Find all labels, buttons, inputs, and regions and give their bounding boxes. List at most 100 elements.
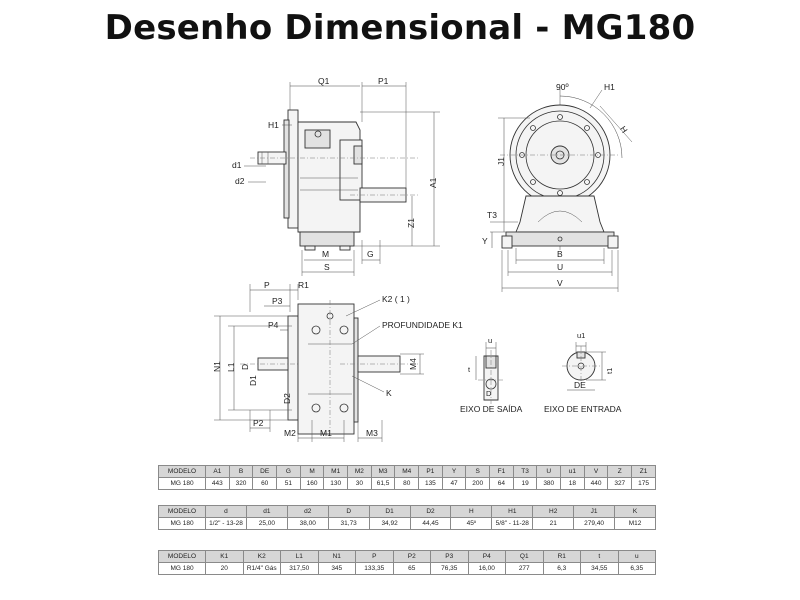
front-view: 90º H1 H J1 T3 Y <box>482 82 633 292</box>
table-cell: 440 <box>583 477 609 490</box>
table-cell: 80 <box>394 477 420 490</box>
table-cell: 45º <box>450 517 493 530</box>
dim-l1: L1 <box>226 362 236 372</box>
dim-z1: Z1 <box>406 218 416 228</box>
table-header-cell: J1 <box>573 505 616 518</box>
callout-k: K <box>386 388 392 398</box>
table-cell: 130 <box>323 477 349 490</box>
table-header-cell: F1 <box>489 465 514 478</box>
table-cell: MG 180 <box>158 562 206 575</box>
table-cell: 65 <box>392 562 431 575</box>
table-header-cell: d1 <box>245 505 288 518</box>
dim-p2: P2 <box>253 418 264 428</box>
table-cell: 279,40 <box>573 517 616 530</box>
table-header-cell: M1 <box>323 465 349 478</box>
table-cell: 1/2" - 13-28 <box>205 517 247 530</box>
table-cell: 47 <box>441 477 467 490</box>
table-header-cell: DE <box>252 465 278 478</box>
table-cell: R1/4" Gás <box>242 562 281 575</box>
table-header-cell: u1 <box>560 465 585 478</box>
label-eixo-de-entrada: EIXO DE ENTRADA <box>544 404 622 414</box>
table-header-cell: P1 <box>418 465 443 478</box>
table-header-cell: M4 <box>394 465 420 478</box>
table-header-cell: H <box>450 505 493 518</box>
dim-d1-front: D1 <box>248 375 258 386</box>
dim-m2: M2 <box>284 428 296 438</box>
table-header-cell: K2 <box>242 550 281 563</box>
dim-h-right: H <box>618 124 630 135</box>
dim-a1: A1 <box>428 177 438 188</box>
table-header-cell: P <box>355 550 394 563</box>
table-cell: 34,92 <box>368 517 411 530</box>
table-header-cell: P4 <box>467 550 506 563</box>
table-cell: 160 <box>299 477 325 490</box>
table-cell: 6,3 <box>542 562 581 575</box>
table-cell: 200 <box>465 477 491 490</box>
table-header-cell: t <box>580 550 619 563</box>
dim-y: Y <box>482 236 488 246</box>
dim-p4: P4 <box>268 320 279 330</box>
dim-m4: M4 <box>408 358 418 370</box>
table-cell: 21 <box>532 517 575 530</box>
table-header-cell: M2 <box>347 465 372 478</box>
table-cell: 277 <box>505 562 544 575</box>
table-cell: 38,00 <box>286 517 329 530</box>
table-cell: M12 <box>614 517 656 530</box>
table-header-cell: U <box>536 465 562 478</box>
dimensional-drawing: Q1 P1 H1 d1 d2 A1 Z1 <box>212 76 633 442</box>
table-cell: 6,35 <box>617 562 656 575</box>
table-cell: 380 <box>536 477 562 490</box>
page-title: Desenho Dimensional - MG180 <box>104 8 696 48</box>
table-header-cell: K <box>614 505 656 518</box>
dim-q1: Q1 <box>318 76 330 86</box>
table-cell: MG 180 <box>158 517 206 530</box>
dim-g: G <box>367 249 374 259</box>
dim-d-out: D <box>486 389 492 398</box>
table-header-cell: M3 <box>370 465 396 478</box>
dim-u1: u1 <box>577 331 585 340</box>
dim-n1: N1 <box>212 361 222 372</box>
dim-t3: T3 <box>487 210 497 220</box>
table-cell: 30 <box>347 477 372 490</box>
table-header-cell: D2 <box>409 505 452 518</box>
table-header-cell: Q1 <box>505 550 544 563</box>
table-cell: 345 <box>317 562 356 575</box>
table-cell: 34,55 <box>580 562 619 575</box>
table-header-cell: H2 <box>532 505 575 518</box>
dim-d-small: D <box>240 364 250 370</box>
dim-h1-left: H1 <box>268 120 279 130</box>
dim-p: P <box>264 280 270 290</box>
table-header-cell: G <box>276 465 301 478</box>
table-cell: 61,5 <box>370 477 396 490</box>
table-cell: 317,50 <box>280 562 319 575</box>
table-cell: 44,45 <box>409 517 452 530</box>
table-header-cell: S <box>465 465 491 478</box>
table-cell: 76,35 <box>430 562 469 575</box>
table-header-cell: K1 <box>205 550 244 563</box>
label-eixo-de-saida: EIXO DE SAÍDA <box>460 404 523 414</box>
table-header-cell: MODELO <box>158 465 206 478</box>
table-cell: 175 <box>631 477 656 490</box>
dim-s: S <box>324 262 330 272</box>
callout-k2: K2 ( 1 ) <box>382 294 410 304</box>
table-cell: 16,00 <box>467 562 506 575</box>
table-header-cell: P3 <box>430 550 469 563</box>
dim-p3: P3 <box>272 296 283 306</box>
table-cell: 320 <box>228 477 254 490</box>
table-header-cell: A1 <box>205 465 230 478</box>
dim-u-out: u <box>488 336 492 345</box>
dim-u: U <box>557 262 563 272</box>
dim-h1-right: H1 <box>604 82 615 92</box>
dim-de: DE <box>574 380 586 390</box>
table-header-cell: V <box>583 465 609 478</box>
output-shaft-detail: u t D EIXO DE SAÍDA <box>460 336 523 414</box>
dim-d2-front: D2 <box>282 393 292 404</box>
dim-p1: P1 <box>378 76 389 86</box>
